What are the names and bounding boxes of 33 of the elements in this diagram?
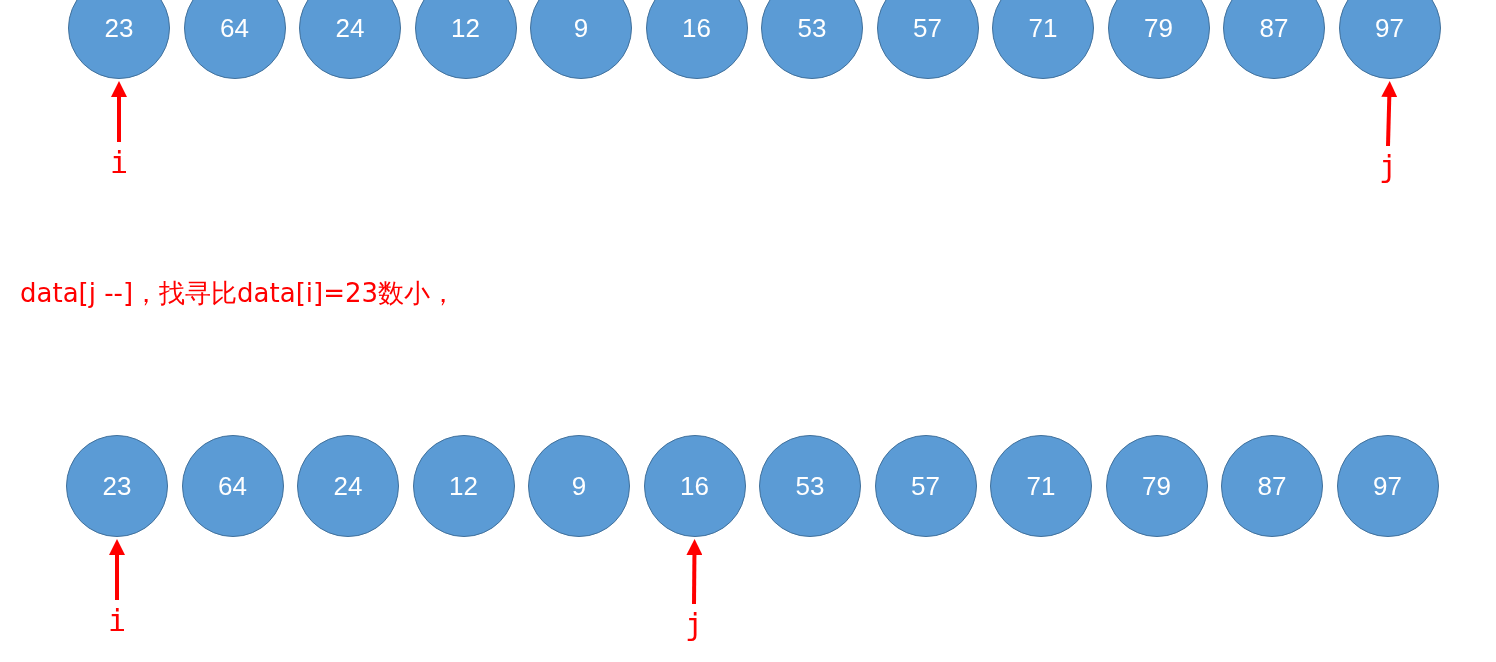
array-element-circle: 64 [181,435,284,537]
pointer-arrow [686,539,703,605]
array-element-circle: 12 [412,435,515,537]
array-element-circle: 87 [1223,0,1325,79]
pointer-label: j [679,608,709,642]
step-note: data[j --]，找寻比data[i]=23数小， [20,277,457,310]
array-element-circle: 16 [645,0,748,79]
array-element-circle: 24 [299,0,401,79]
array-element-circle: 79 [1107,0,1210,79]
pointer-label: j [1373,150,1403,184]
array-element-circle: 97 [1338,0,1441,79]
array-element-circle: 9 [530,0,632,79]
pointer-arrow [1381,81,1398,147]
array-element-circle: 24 [297,435,399,537]
array-element-circle: 87 [1221,435,1323,537]
array-element-circle: 53 [761,0,863,79]
array-element-circle: 57 [874,435,977,537]
array-element-circle: 57 [876,0,979,79]
array-element-circle: 53 [759,435,861,537]
array-element-circle: 71 [992,0,1094,79]
array-element-circle: 12 [414,0,517,79]
array-element-circle: 9 [528,435,630,537]
array-element-circle: 23 [68,0,170,79]
pointer-label: i [102,604,132,638]
array-element-circle: 79 [1105,435,1208,537]
pointer-label: i [104,146,134,180]
array-element-circle: 16 [643,435,746,537]
array-element-circle: 97 [1336,435,1439,537]
pointer-arrow [109,539,125,600]
pointer-arrow [111,81,127,142]
array-element-circle: 64 [183,0,286,79]
array-element-circle: 71 [990,435,1092,537]
array-element-circle: 23 [66,435,168,537]
